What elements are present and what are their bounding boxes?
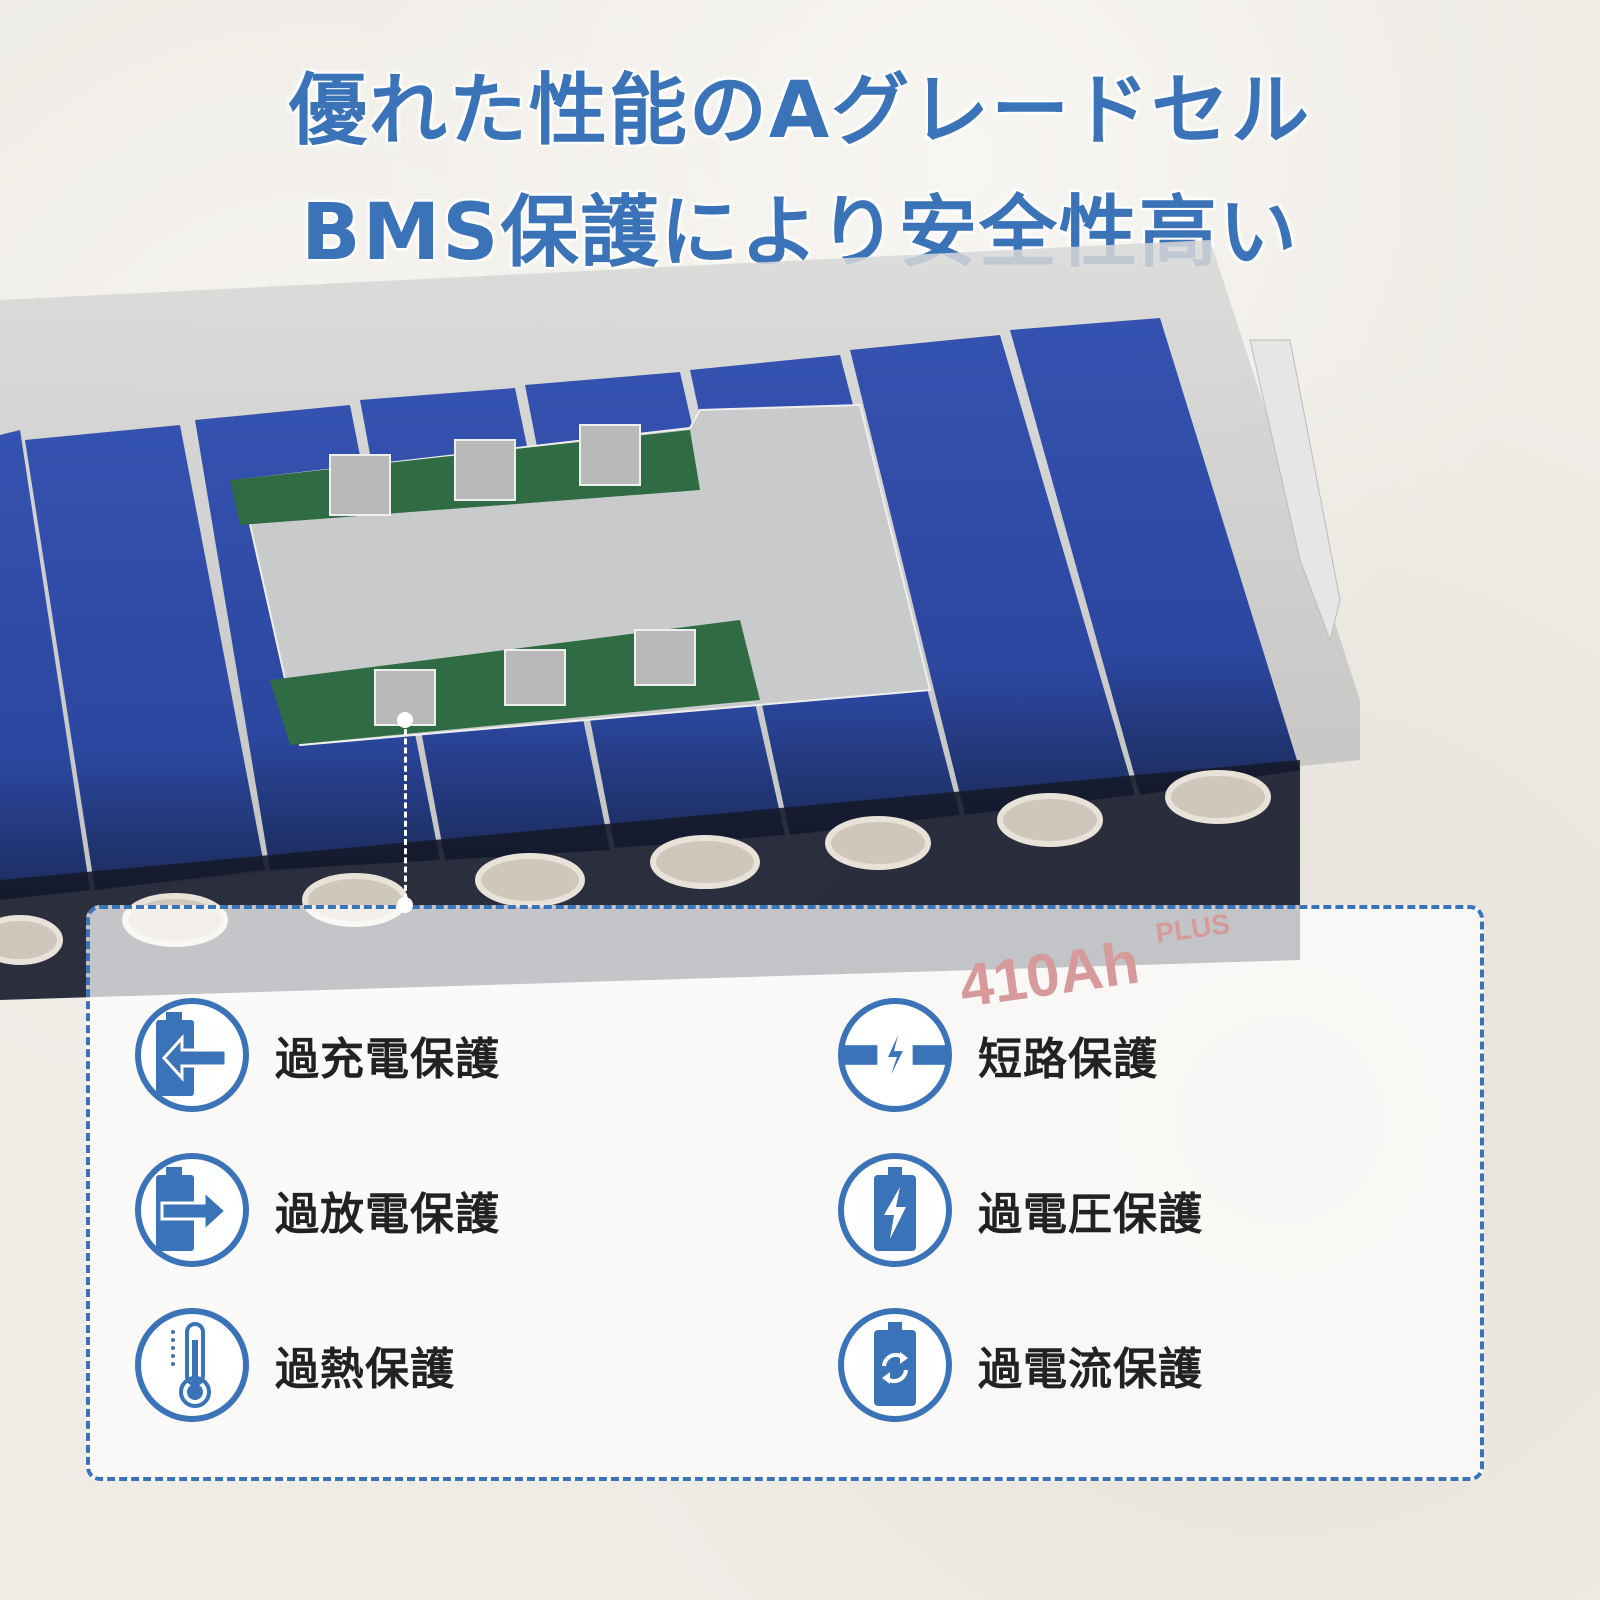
feature-overvoltage: 過電圧保護: [838, 1153, 1203, 1267]
battery-refresh-icon: [838, 1308, 952, 1422]
feature-label: 過放電保護: [275, 1189, 500, 1240]
feature-overcurrent: 過電流保護: [838, 1308, 1203, 1422]
connector-line: [404, 720, 407, 900]
thermometer-icon: [135, 1308, 249, 1422]
headline-line-1: 優れた性能のAグレードセル: [288, 66, 1312, 156]
features-panel: [86, 905, 1484, 1481]
feature-label: 過充電保護: [275, 1034, 500, 1085]
connector-dot-top: [397, 712, 413, 728]
battery-bolt-icon: [838, 1153, 952, 1267]
short-circuit-icon: [838, 998, 952, 1112]
feature-label: 過電流保護: [978, 1344, 1203, 1395]
bms-board: [230, 403, 932, 747]
feature-overheat: 過熱保護: [135, 1308, 455, 1422]
feature-label: 過電圧保護: [978, 1189, 1203, 1240]
battery-pack-illustration: [0, 240, 1360, 1000]
feature-short-circuit: 短路保護: [838, 998, 1158, 1112]
battery-discharge-arrow-out-icon: [135, 1153, 249, 1267]
feature-label: 短路保護: [978, 1034, 1158, 1085]
feature-overdischarge: 過放電保護: [135, 1153, 500, 1267]
feature-overcharge: 過充電保護: [135, 998, 500, 1112]
battery-charge-arrow-in-icon: [135, 998, 249, 1112]
side-handle: [1249, 339, 1341, 642]
feature-label: 過熱保護: [275, 1344, 455, 1395]
connector-dot-bottom: [397, 897, 413, 913]
